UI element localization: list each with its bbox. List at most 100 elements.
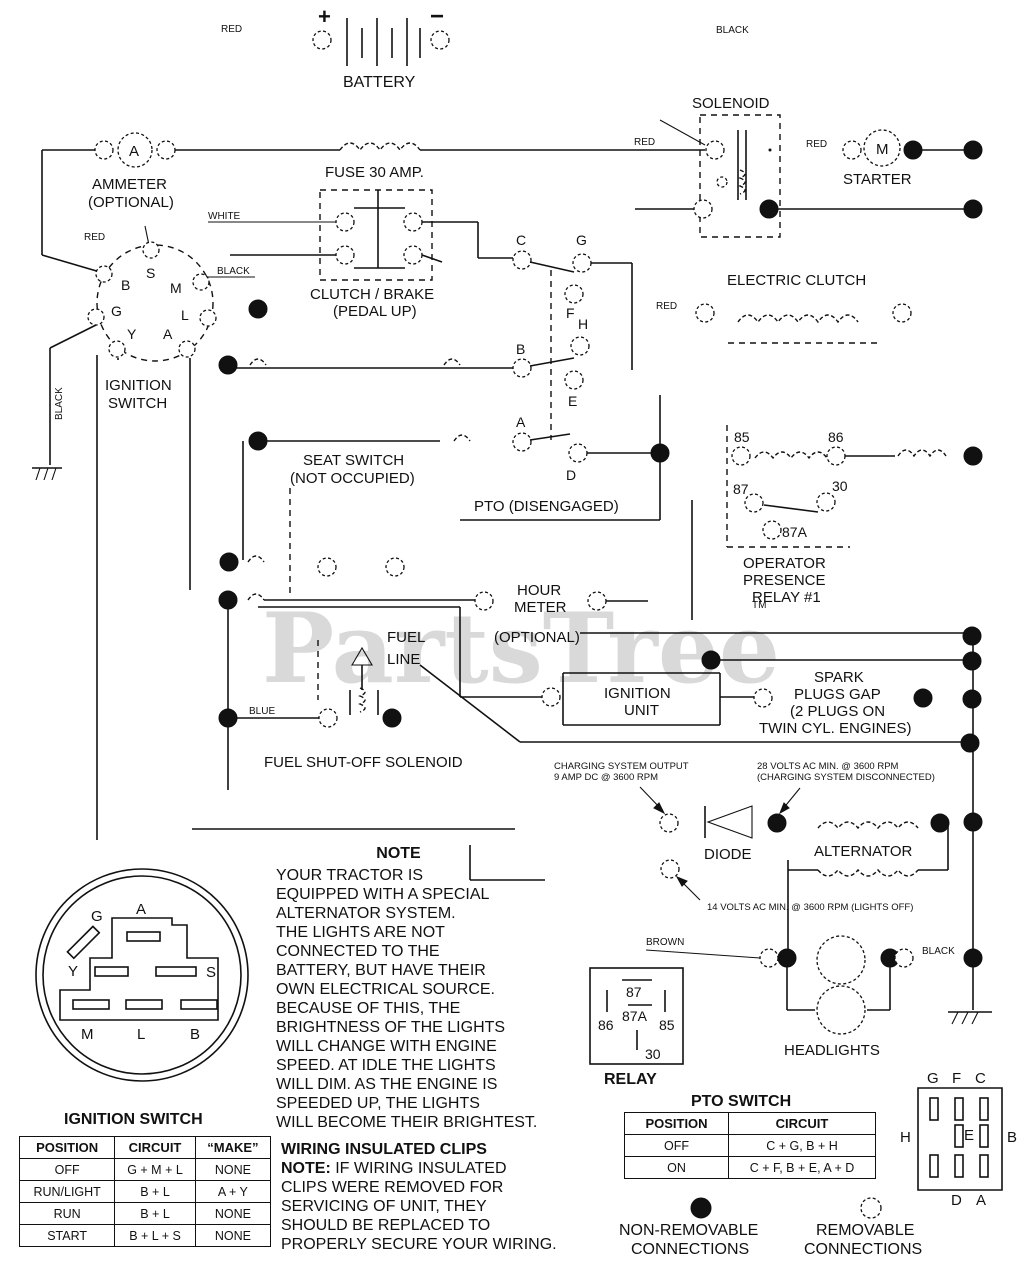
ign-m: M xyxy=(170,280,182,296)
table-cell: RUN xyxy=(18,1202,116,1225)
note-line: EQUIPPED WITH A SPECIAL xyxy=(276,886,490,903)
relay-86: 86 xyxy=(828,429,844,445)
note-line: SPEEDED UP, THE LIGHTS xyxy=(276,1095,480,1112)
clips-note-label: NOTE: xyxy=(281,1160,331,1177)
ign-y: Y xyxy=(127,326,137,342)
pto-pin-f: F xyxy=(952,1070,961,1087)
ignition-switch-label-1: IGNITION xyxy=(105,377,172,394)
hour-meter-label-2: METER xyxy=(514,599,567,616)
table-header: “MAKE” xyxy=(194,1136,272,1159)
ammeter: A AMMETER (OPTIONAL) xyxy=(41,132,340,273)
legend-non-removable-2: CONNECTIONS xyxy=(631,1241,749,1258)
relay-87: 87 xyxy=(733,481,749,497)
wiring-clips-note: WIRING INSULATED CLIPS NOTE: IF WIRING I… xyxy=(281,1140,611,1254)
legend-removable-dot xyxy=(860,1197,882,1219)
wire-red-ignition: RED xyxy=(84,232,105,243)
table-header-row: POSITION CIRCUIT “MAKE” xyxy=(18,1136,272,1159)
table-cell: ON xyxy=(624,1156,729,1179)
ignition-unit: IGNITION UNIT xyxy=(419,632,973,743)
pto-pin-e: E xyxy=(964,1127,974,1144)
fuse: FUSE 30 AMP. xyxy=(325,142,705,181)
ammeter-label: AMMETER xyxy=(92,176,167,193)
pto-switch-title: PTO SWITCH xyxy=(691,1093,791,1110)
legend-non-removable-1: NON-REMOVABLE xyxy=(619,1222,758,1239)
table-cell: B + L xyxy=(114,1202,196,1225)
battery: + − BATTERY xyxy=(312,3,450,91)
note-line: YOUR TRACTOR IS xyxy=(276,867,423,884)
pto-pin-g: G xyxy=(927,1070,939,1087)
table-cell: NONE xyxy=(194,1224,272,1247)
pin-g: G xyxy=(91,908,103,925)
hour-meter-label-1: HOUR xyxy=(517,582,561,599)
table-cell: B + L xyxy=(114,1180,196,1203)
note-line: BRIGHTNESS OF THE LIGHTS xyxy=(276,1019,506,1036)
wire-red-clutch: RED xyxy=(656,301,677,312)
table-row: START B + L + S NONE xyxy=(18,1224,272,1247)
note-line: SPEED. AT IDLE THE LIGHTS xyxy=(276,1057,496,1074)
pto-c: C xyxy=(516,232,526,248)
volts28-label-2: (CHARGING SYSTEM DISCONNECTED) xyxy=(757,772,935,783)
spark-label-3: (2 PLUGS ON xyxy=(790,703,885,720)
starter-label: STARTER xyxy=(843,171,912,188)
clips-line: IF WIRING INSULATED xyxy=(330,1160,507,1177)
relay-pin-87: 87 xyxy=(626,984,642,1000)
note-line: OWN ELECTRICAL SOURCE. xyxy=(276,981,495,998)
alternator-label: ALTERNATOR xyxy=(814,843,913,860)
watermark-tm: TM xyxy=(752,600,766,611)
spark-label-2: PLUGS GAP xyxy=(794,686,881,703)
solenoid-label: SOLENOID xyxy=(692,95,770,112)
note-line: BECAUSE OF THIS, THE xyxy=(276,1000,461,1017)
wire-brown: BROWN xyxy=(646,937,684,948)
ign-l: L xyxy=(181,307,189,323)
alternator-diode: CHARGING SYSTEM OUTPUT 9 AMP DC @ 3600 R… xyxy=(554,761,950,960)
clips-line: SERVICING OF UNIT, THEY xyxy=(281,1198,487,1215)
battery-minus: − xyxy=(430,3,444,30)
wire-black-ignition: BLACK xyxy=(217,266,250,277)
wire-blue: BLUE xyxy=(249,706,275,717)
table-cell: RUN/LIGHT xyxy=(18,1180,116,1203)
pto-e: E xyxy=(568,393,577,409)
legend-removable-1: REMOVABLE xyxy=(816,1222,914,1239)
table-row: ON C + F, B + E, A + D xyxy=(624,1156,876,1179)
relay-pin-30: 30 xyxy=(645,1046,661,1062)
table-header: POSITION xyxy=(18,1136,116,1159)
ign-a: A xyxy=(163,326,173,342)
ignition-unit-label-2: UNIT xyxy=(624,702,659,719)
ignition-switch-table: POSITION CIRCUIT “MAKE” OFF G + M + L NO… xyxy=(18,1136,272,1247)
table-header-row: POSITION CIRCUIT xyxy=(624,1112,876,1135)
clips-line: CLIPS WERE REMOVED FOR xyxy=(281,1179,504,1196)
diode-label: DIODE xyxy=(704,846,752,863)
wire-black-vertical: BLACK xyxy=(54,387,65,420)
ign-b: B xyxy=(121,277,130,293)
pto-pin-h: H xyxy=(900,1129,911,1146)
pto-g: G xyxy=(576,232,587,248)
clutch-brake-switch: WHITE CLUTCH / BRAKE (PEDAL UP) xyxy=(208,189,513,320)
solenoid: SOLENOID RED xyxy=(634,95,983,238)
clutch-brake-pedal: (PEDAL UP) xyxy=(333,303,417,320)
fuel-solenoid-label: FUEL SHUT-OFF SOLENOID xyxy=(264,754,463,771)
pin-y: Y xyxy=(68,963,78,980)
pto-pin-d: D xyxy=(951,1192,962,1209)
pto-switch-schematic: C G F H B E A D PTO (DISENGAGED) xyxy=(230,232,670,521)
table-row: RUN B + L NONE xyxy=(18,1202,272,1225)
table-header: CIRCUIT xyxy=(114,1136,196,1159)
operator-label-3: RELAY #1 xyxy=(752,589,821,606)
charging-label-1: CHARGING SYSTEM OUTPUT xyxy=(554,761,689,772)
legend-removable-2: CONNECTIONS xyxy=(804,1241,922,1258)
pto-disengaged-label: PTO (DISENGAGED) xyxy=(474,498,619,515)
table-row: RUN/LIGHT B + L A + Y xyxy=(18,1180,272,1203)
battery-plus: + xyxy=(318,4,331,29)
clips-line: PROPERLY SECURE YOUR WIRING. xyxy=(281,1236,557,1253)
clips-line: SHOULD BE REPLACED TO xyxy=(281,1217,491,1234)
ignition-unit-label-1: IGNITION xyxy=(604,685,671,702)
pto-h: H xyxy=(578,316,588,332)
ammeter-a: A xyxy=(129,143,139,160)
charging-label-2: 9 AMP DC @ 3600 RPM xyxy=(554,772,658,783)
pto-pin-c: C xyxy=(975,1070,986,1087)
table-cell: A + Y xyxy=(194,1180,272,1203)
pto-b: B xyxy=(516,341,525,357)
table-cell: C + G, B + H xyxy=(728,1134,876,1157)
table-cell: NONE xyxy=(194,1202,272,1225)
